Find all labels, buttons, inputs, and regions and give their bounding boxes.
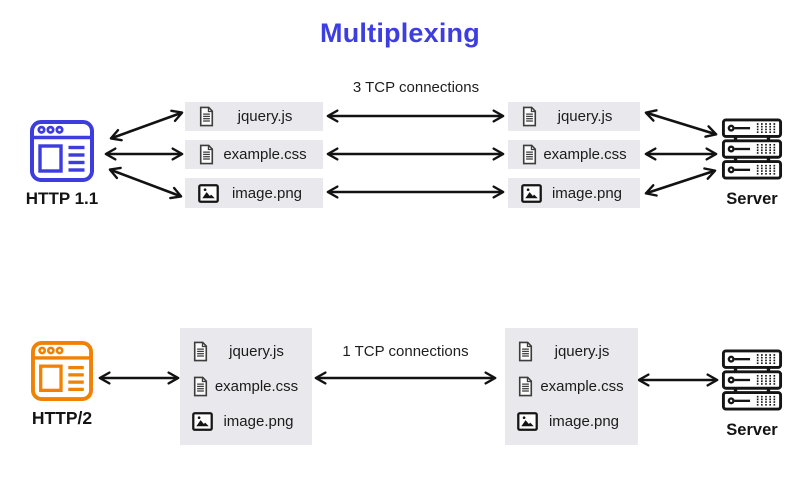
- image-icon: [517, 412, 538, 431]
- document-icon: [521, 144, 538, 165]
- http2-server-label: Server: [726, 421, 778, 439]
- file-group-box: jquery.js example.css image.png: [505, 328, 638, 445]
- http11-server-label: Server: [726, 190, 778, 208]
- file-name: image.png: [551, 184, 623, 202]
- file-row: image.png: [517, 404, 628, 439]
- document-icon: [192, 341, 209, 362]
- document-icon: [521, 106, 538, 127]
- http2-connection-label: 1 TCP connections: [342, 343, 469, 360]
- http11-client-label: HTTP 1.1: [25, 189, 99, 208]
- image-icon: [192, 412, 213, 431]
- file-name: example.css: [543, 146, 627, 163]
- file-chip: example.css: [185, 140, 323, 169]
- arrow-http11-server-jquery: [644, 109, 718, 138]
- file-name: jquery.js: [237, 108, 293, 125]
- file-chip: jquery.js: [508, 102, 640, 131]
- file-name: image.png: [223, 413, 294, 430]
- file-chip: jquery.js: [185, 102, 323, 131]
- file-group-box: jquery.js example.css image.png: [180, 328, 312, 445]
- document-icon: [517, 376, 534, 397]
- file-row: image.png: [192, 404, 302, 439]
- http2-client-label: HTTP/2: [31, 408, 93, 428]
- diagram-title: Multiplexing: [320, 18, 480, 48]
- document-icon: [198, 144, 215, 165]
- file-row: jquery.js: [517, 334, 628, 369]
- file-name: example.css: [540, 378, 624, 395]
- arrow-http11-client-jquery: [109, 109, 184, 142]
- file-name: image.png: [231, 184, 303, 202]
- document-icon: [192, 376, 209, 397]
- file-row: example.css: [517, 369, 628, 404]
- image-icon: [521, 184, 542, 203]
- file-row: jquery.js: [192, 334, 302, 369]
- browser-icon: [30, 120, 94, 182]
- server-icon: [721, 118, 783, 180]
- document-icon: [198, 106, 215, 127]
- arrow-http11-server-image: [644, 167, 717, 197]
- file-chip: image.png: [508, 178, 640, 208]
- file-name: example.css: [223, 146, 307, 163]
- file-chip: image.png: [185, 178, 323, 208]
- file-chip: example.css: [508, 140, 640, 169]
- file-name: image.png: [548, 413, 620, 430]
- http11-connection-label: 3 TCP connections: [352, 79, 480, 96]
- file-row: example.css: [192, 369, 302, 404]
- server-icon: [721, 349, 783, 411]
- file-name: jquery.js: [554, 343, 610, 360]
- image-icon: [198, 184, 219, 203]
- file-name: jquery.js: [557, 108, 613, 125]
- arrow-http11-client-image: [108, 166, 183, 200]
- document-icon: [517, 341, 534, 362]
- file-name: jquery.js: [229, 343, 284, 360]
- browser-icon: [30, 341, 94, 401]
- file-name: example.css: [214, 378, 299, 395]
